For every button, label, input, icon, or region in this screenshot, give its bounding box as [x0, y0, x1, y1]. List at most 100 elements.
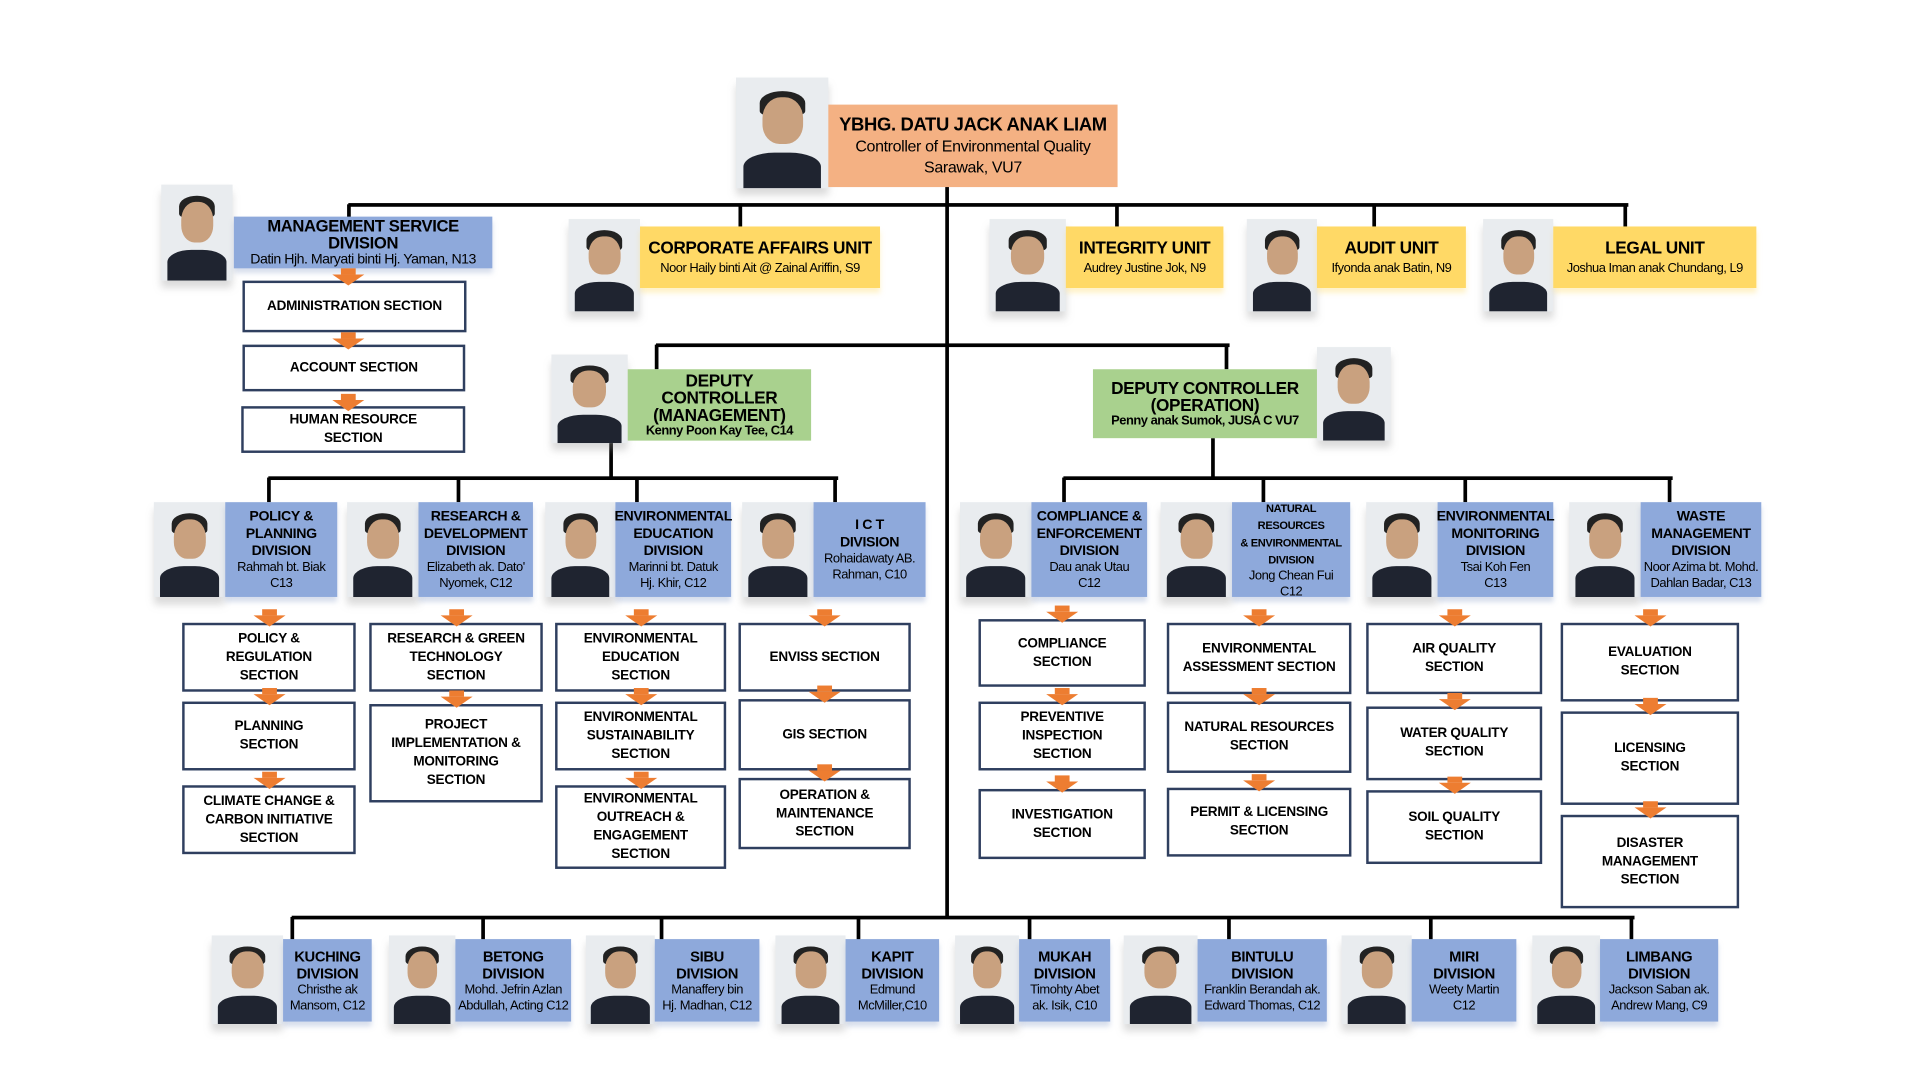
deputy-controller-management-card[interactable]: DEPUTY CONTROLLER (MANAGEMENT)Kenny Poon…: [627, 369, 812, 441]
down-arrow-icon: [1438, 609, 1471, 627]
person-photo: [742, 502, 814, 597]
portrait-head: [762, 519, 794, 560]
section-box[interactable]: POLICY & REGULATION SECTION: [182, 622, 356, 692]
section-box[interactable]: DISASTER MANAGEMENT SECTION: [1560, 814, 1740, 909]
connector-line: [1372, 204, 1376, 227]
portrait-head: [1144, 951, 1177, 989]
section-box[interactable]: INVESTIGATION SECTION: [978, 788, 1146, 860]
card-person: Joshua Iman anak Chundang, L9: [1566, 260, 1744, 276]
portrait-head: [1180, 519, 1213, 560]
card-title: CORPORATE AFFAIRS UNIT: [648, 236, 872, 257]
portrait-head: [1337, 363, 1371, 404]
down-arrow-icon: [1046, 605, 1079, 623]
portrait-body: [591, 995, 650, 1025]
connector-line: [1667, 477, 1671, 503]
portrait-body: [166, 249, 227, 281]
section-box[interactable]: PROJECT IMPLEMENTATION & MONITORING SECT…: [369, 704, 543, 803]
section-box[interactable]: PLANNING SECTION: [182, 701, 356, 771]
card-title: BINTULU DIVISION: [1231, 947, 1294, 982]
card-title: RESEARCH & DEVELOPMENT DIVISION: [423, 508, 528, 559]
section-box[interactable]: AIR QUALITY SECTION: [1366, 622, 1543, 695]
connector-line: [1629, 916, 1633, 941]
section-box[interactable]: COMPLIANCE SECTION: [978, 619, 1146, 687]
section-box[interactable]: SOIL QUALITY SECTION: [1366, 790, 1543, 865]
section-box[interactable]: ENVIRONMENTAL OUTREACH & ENGAGEMENT SECT…: [555, 785, 727, 869]
person-photo: [775, 935, 846, 1025]
card-person: Franklin Berandah ak. Edward Thomas, C12: [1204, 981, 1321, 1013]
section-box[interactable]: NATURAL RESOURCES SECTION: [1166, 701, 1352, 773]
card-title: KUCHING DIVISION: [294, 947, 361, 982]
card-title: ENVIRONMENTAL EDUCATION DIVISION: [614, 508, 733, 559]
section-box[interactable]: EVALUATION SECTION: [1560, 622, 1740, 702]
down-arrow-icon: [252, 771, 285, 789]
down-arrow-icon: [624, 609, 657, 627]
section-box[interactable]: ENVIRONMENTAL SUSTAINABILITY SECTION: [555, 701, 727, 771]
person-photo: [211, 935, 284, 1025]
division-card[interactable]: NATURAL RESOURCES & ENVIRONMENTAL DIVISI…: [1232, 502, 1351, 599]
section-box[interactable]: LICENSING SECTION: [1560, 711, 1740, 805]
connector-line: [659, 916, 663, 941]
connector-line: [290, 916, 294, 941]
portrait-head: [407, 951, 437, 989]
portrait-head: [1551, 951, 1582, 989]
section-box[interactable]: PREVENTIVE INSPECTION SECTION: [978, 701, 1146, 771]
section-box[interactable]: GIS SECTION: [738, 699, 911, 771]
portrait-head: [1386, 519, 1418, 560]
portrait-head: [231, 951, 264, 989]
connector-line: [1623, 204, 1627, 227]
section-box[interactable]: ADMINISTRATION SECTION: [242, 280, 467, 333]
portrait-head: [367, 519, 399, 560]
section-box[interactable]: OPERATION & MAINTENANCE SECTION: [738, 777, 911, 850]
connector-line: [1463, 477, 1467, 503]
section-box[interactable]: PERMIT & LICENSING SECTION: [1166, 787, 1352, 857]
connector-line: [609, 440, 613, 478]
person-photo: [989, 219, 1066, 312]
deputy-controller-operation-card[interactable]: DEPUTY CONTROLLER (OPERATION)Penny anak …: [1092, 369, 1317, 439]
section-box[interactable]: HUMAN RESOURCE SECTION: [241, 406, 466, 453]
section-box[interactable]: CLIMATE CHANGE & CARBON INITIATIVE SECTI…: [182, 785, 356, 855]
down-arrow-icon: [440, 609, 473, 627]
section-box[interactable]: WATER QUALITY SECTION: [1366, 706, 1543, 781]
section-box[interactable]: ENVIRONMENTAL EDUCATION SECTION: [555, 622, 727, 692]
connector-line: [1224, 344, 1228, 370]
card-title: WASTE MANAGEMENT DIVISION: [1651, 508, 1751, 559]
connector-line: [1227, 916, 1231, 941]
portrait-body: [965, 566, 1026, 597]
down-arrow-icon: [252, 688, 285, 706]
down-arrow-icon: [624, 771, 657, 789]
person-photo: [1316, 347, 1391, 441]
connector-line: [656, 343, 1229, 347]
section-box[interactable]: ENVIRONMENTAL ASSESSMENT SECTION: [1166, 622, 1352, 695]
card-title: MANAGEMENT SERVICE DIVISION: [267, 216, 459, 252]
connector-line: [1211, 438, 1215, 478]
section-box[interactable]: RESEARCH & GREEN TECHNOLOGY SECTION: [369, 622, 543, 692]
portrait-body: [1488, 281, 1548, 312]
portrait-body: [960, 995, 1014, 1025]
person-photo: [1341, 935, 1412, 1025]
section-box[interactable]: ACCOUNT SECTION: [242, 344, 466, 392]
portrait-head: [1502, 235, 1534, 275]
down-arrow-icon: [1046, 775, 1079, 793]
section-box[interactable]: ENVISS SECTION: [738, 622, 911, 692]
